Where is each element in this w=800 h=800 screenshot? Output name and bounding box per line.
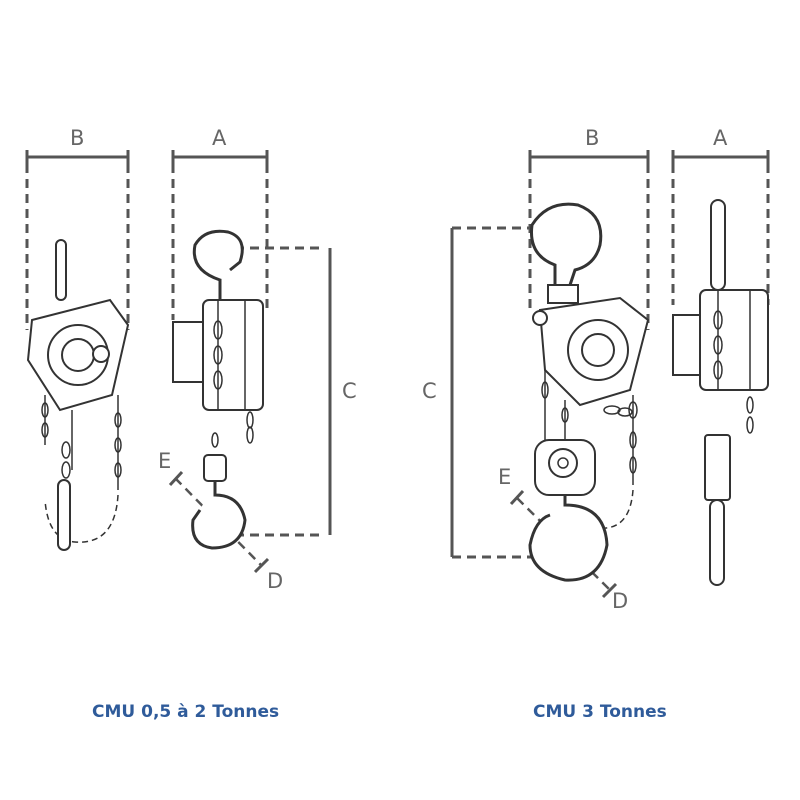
dimension-a-left: A bbox=[171, 126, 269, 320]
hoist-side-view-small bbox=[172, 229, 264, 550]
label-a: A bbox=[713, 126, 728, 150]
label-c: C bbox=[342, 379, 357, 403]
label-b: B bbox=[585, 126, 599, 150]
dimension-c-left: C bbox=[235, 246, 357, 537]
hoist-front-view-3t bbox=[528, 202, 650, 582]
dimension-b-left: B bbox=[25, 126, 130, 330]
label-d: D bbox=[267, 569, 283, 593]
label-e: E bbox=[498, 465, 511, 489]
label-d: D bbox=[612, 589, 628, 613]
label-a: A bbox=[212, 126, 227, 150]
dimension-b-right: B bbox=[528, 126, 650, 330]
caption-small-hoist: CMU 0,5 à 2 Tonnes bbox=[92, 702, 280, 722]
label-e: E bbox=[158, 449, 171, 473]
hoist-front-view-small bbox=[26, 239, 130, 551]
figure-3t-hoist: B A C E D bbox=[422, 126, 770, 613]
hoist-side-view-3t bbox=[672, 199, 769, 586]
label-c: C bbox=[422, 379, 437, 403]
label-b: B bbox=[70, 126, 84, 150]
figure-small-hoist: B A C E D bbox=[25, 126, 357, 593]
dimension-a-right: A bbox=[671, 126, 770, 305]
caption-3t-hoist: CMU 3 Tonnes bbox=[533, 702, 667, 722]
dimension-c-right: C bbox=[422, 226, 540, 559]
